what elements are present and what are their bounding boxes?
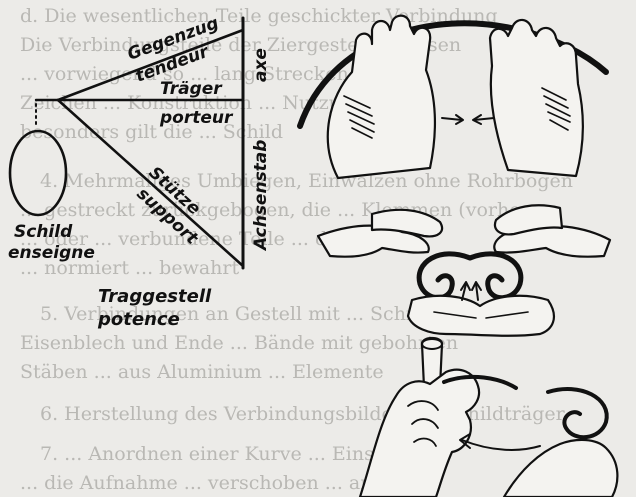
label-enseigne: enseigne	[8, 243, 95, 263]
curl-left-shape	[419, 254, 470, 298]
label-axe: axe	[251, 48, 271, 82]
ghost-line: ... gestreckt zurückgebogen, die ... Kle…	[20, 199, 530, 221]
gripping-hand-shape	[360, 370, 479, 497]
right-hand-shape	[490, 20, 583, 176]
ghost-line: 6. Herstellung des Verbindungsbildes am …	[40, 403, 566, 425]
label-porteur: porteur	[159, 108, 234, 128]
ghost-line: Eisenblech und Ende ... Bände mit gebohr…	[20, 332, 458, 354]
support-hand-shape	[504, 440, 617, 497]
ghost-line: ... die Aufnahme ... verschoben ... an	[20, 472, 372, 494]
ghost-line: 4. Mehrmaliges Umbiegen, Einwalzen ohne …	[40, 170, 573, 192]
label-traeger: Träger	[160, 79, 223, 99]
label-schild: Schild	[14, 222, 73, 242]
ghost-line: Stäben ... aus Aluminium ... Elemente	[20, 361, 384, 383]
label-traggestell: Traggestell	[98, 286, 212, 307]
lower-hand-shape	[408, 296, 554, 336]
curved-arrow-icon	[462, 440, 540, 450]
label-potence: potence	[97, 309, 180, 330]
label-achsenstab: Achsenstab	[251, 140, 271, 252]
